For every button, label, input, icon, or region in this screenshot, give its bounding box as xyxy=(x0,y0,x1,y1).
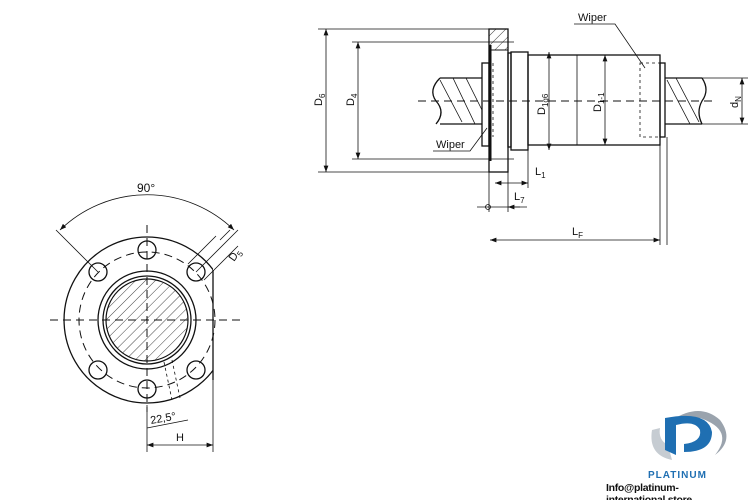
angle-90-label: 90° xyxy=(137,181,155,195)
screw-shaft-right xyxy=(665,77,707,125)
angle-22-5-label: 22,5° xyxy=(149,411,177,427)
reference-mark xyxy=(485,204,491,210)
wiper-hidden xyxy=(639,62,661,138)
front-view: 90° D5 22,5° H xyxy=(50,181,246,452)
dim-H-label: H xyxy=(176,432,184,444)
dim-D4-label: D4 xyxy=(345,93,359,106)
dim-L7-label: L7 xyxy=(514,191,525,205)
flange-hatch xyxy=(488,28,509,51)
dim-D1-1-label: D1-1 xyxy=(592,92,606,112)
logo-brand-text: PLATINUM xyxy=(648,470,707,481)
flange-outline xyxy=(63,236,213,404)
dim-LF-label: LF xyxy=(572,226,583,240)
bolt-holes xyxy=(88,240,206,399)
dim-D5-label: D5 xyxy=(227,246,246,265)
wiper-bottom-label: Wiper xyxy=(436,139,465,151)
dim-D6-label: D6 xyxy=(313,93,327,106)
dim-dN-label: dN xyxy=(729,96,743,108)
side-view: Wiper Wiper D6 D4 D1g6 D1-1 dN L1 L7 LF xyxy=(313,12,748,245)
platinum-logo: PLATINUM xyxy=(648,411,727,481)
screw-shaft-left xyxy=(432,77,483,125)
dim-L1-label: L1 xyxy=(535,166,546,180)
dim-D1g6-label: D1g6 xyxy=(536,93,550,115)
contact-email: Info@platinum-international.store xyxy=(606,482,692,500)
wiper-top-label: Wiper xyxy=(578,12,607,24)
